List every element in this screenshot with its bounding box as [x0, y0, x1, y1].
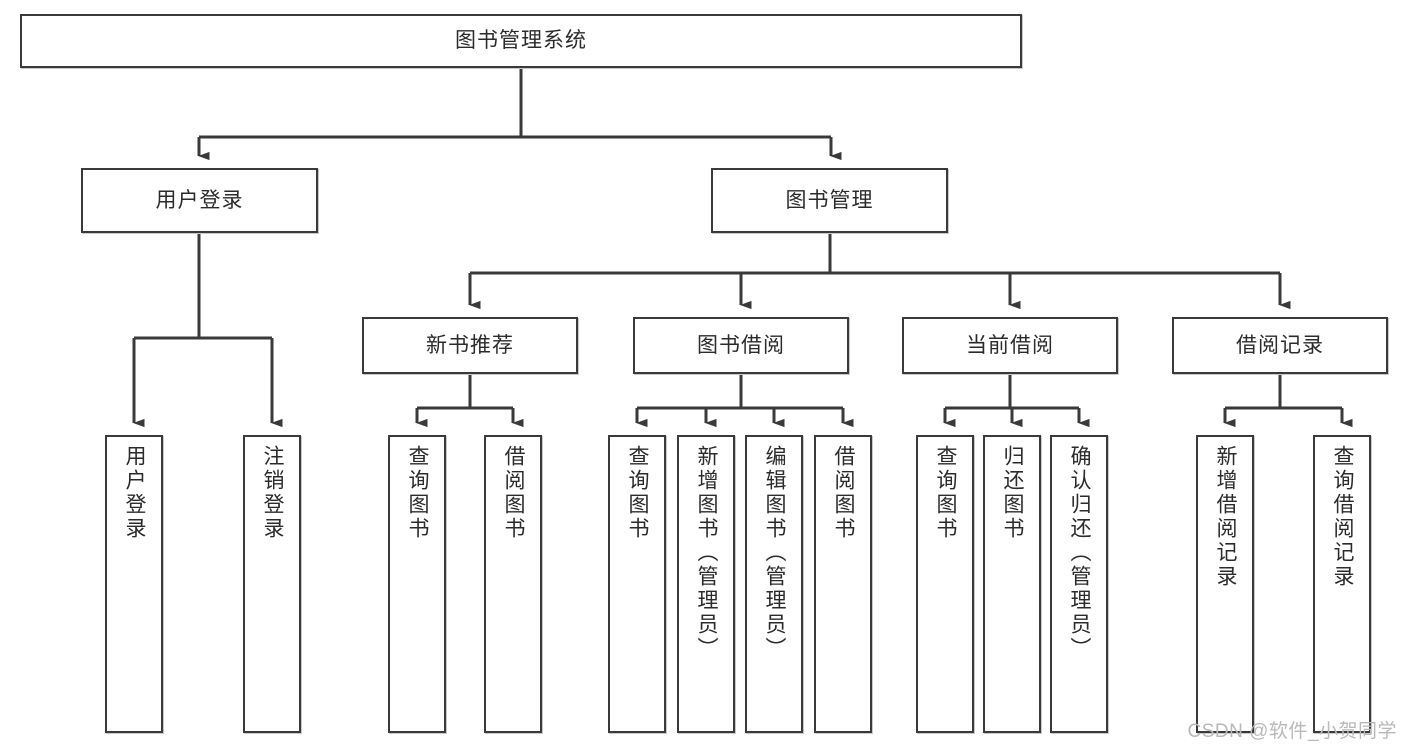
node-current-borrow[interactable]: 当前借阅: [902, 317, 1118, 374]
node-leaf-logout-login-label: 注销登录: [261, 445, 285, 541]
node-leaf-edit-book-admin[interactable]: 编辑图书（管理员）: [745, 435, 803, 733]
node-user-login-label: 用户登录: [155, 188, 244, 212]
node-user-login[interactable]: 用户登录: [81, 168, 318, 233]
node-leaf-query-book-current[interactable]: 查询图书: [916, 435, 974, 733]
node-root[interactable]: 图书管理系统: [20, 14, 1022, 68]
watermark-text: CSDN @软件_小贺同学: [1187, 721, 1397, 742]
node-leaf-borrow-book-label: 借阅图书: [832, 445, 856, 541]
node-leaf-add-book-admin-label: 新增图书（管理员）: [695, 445, 719, 661]
node-root-label: 图书管理系统: [455, 29, 587, 53]
node-book-manage[interactable]: 图书管理: [711, 168, 948, 233]
node-leaf-confirm-return-admin-label: 确认归还（管理员）: [1068, 445, 1092, 661]
node-current-borrow-label: 当前借阅: [966, 333, 1054, 357]
node-leaf-query-borrow-record[interactable]: 查询借阅记录: [1313, 435, 1371, 733]
node-leaf-query-borrow-record-label: 查询借阅记录: [1331, 445, 1355, 589]
node-book-borrow-label: 图书借阅: [697, 333, 785, 357]
node-leaf-confirm-return-admin[interactable]: 确认归还（管理员）: [1050, 435, 1108, 733]
node-leaf-add-borrow-record-label: 新增借阅记录: [1214, 445, 1238, 589]
node-leaf-query-book-borrow[interactable]: 查询图书: [608, 435, 666, 733]
node-leaf-query-book-rec-label: 查询图书: [406, 445, 430, 541]
node-leaf-add-borrow-record[interactable]: 新增借阅记录: [1196, 435, 1254, 733]
node-borrow-record[interactable]: 借阅记录: [1172, 317, 1388, 374]
node-leaf-query-book-rec[interactable]: 查询图书: [388, 435, 446, 733]
node-leaf-borrow-book-rec[interactable]: 借阅图书: [484, 435, 542, 733]
node-leaf-logout-login[interactable]: 注销登录: [243, 435, 301, 733]
node-leaf-user-login-label: 用户登录: [123, 445, 147, 541]
node-borrow-record-label: 借阅记录: [1236, 333, 1324, 357]
node-book-borrow[interactable]: 图书借阅: [633, 317, 849, 374]
node-leaf-add-book-admin[interactable]: 新增图书（管理员）: [677, 435, 735, 733]
node-leaf-return-book[interactable]: 归还图书: [983, 435, 1041, 733]
node-new-book-recommend-label: 新书推荐: [426, 333, 514, 357]
node-leaf-return-book-label: 归还图书: [1001, 445, 1025, 541]
node-leaf-edit-book-admin-label: 编辑图书（管理员）: [763, 445, 787, 661]
node-leaf-borrow-book[interactable]: 借阅图书: [814, 435, 872, 733]
node-leaf-borrow-book-rec-label: 借阅图书: [502, 445, 526, 541]
node-leaf-query-book-current-label: 查询图书: [934, 445, 958, 541]
node-leaf-query-book-borrow-label: 查询图书: [626, 445, 650, 541]
node-book-manage-label: 图书管理: [785, 188, 874, 212]
node-new-book-recommend[interactable]: 新书推荐: [362, 317, 578, 374]
node-leaf-user-login[interactable]: 用户登录: [105, 435, 163, 733]
